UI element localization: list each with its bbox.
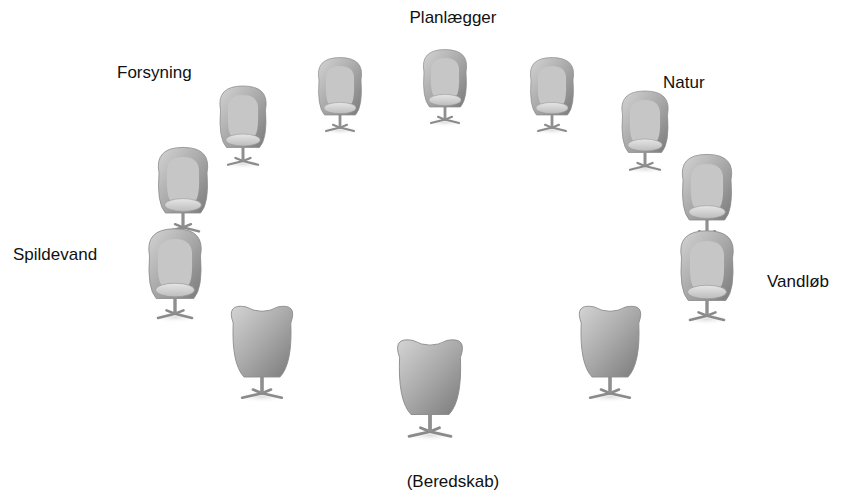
role-label: (Beredskab) xyxy=(407,472,500,492)
role-label: Natur xyxy=(663,73,705,93)
role-label: Planlægger xyxy=(410,8,497,28)
role-label: Forsyning xyxy=(117,63,192,83)
role-label: Vandløb xyxy=(767,272,829,292)
role-label: Spildevand xyxy=(13,245,97,265)
